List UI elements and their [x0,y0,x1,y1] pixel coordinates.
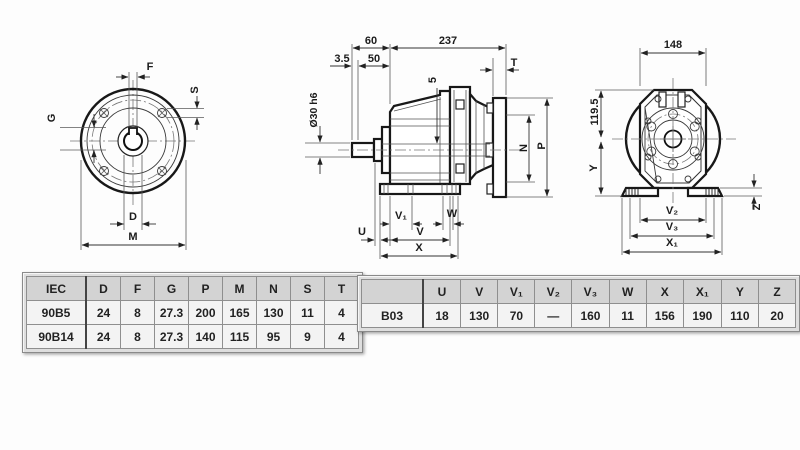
table-header-cell: G [154,276,189,301]
dim-label-G: G [46,114,58,123]
dim-label-Z: Z [751,203,763,210]
dim-label-119-5: 119.5 [589,99,601,126]
table-cell: 110 [720,303,760,328]
table-header-cell: V₁ [497,279,536,304]
rear-view: 148 119.5 Y Z V₂ V₃ X₁ [588,39,763,255]
dim-label-F: F [147,61,154,73]
table-header-cell: P [188,276,223,301]
dim-label-V: V [416,226,424,238]
side-body [338,85,522,199]
dim-label-S: S [189,86,201,93]
table-cell: 27.3 [154,300,189,325]
table-cell: 190 [683,303,722,328]
front-dimensions: F S G D M [46,61,204,250]
table-header-cell: V₃ [571,279,610,304]
table-header-cell: M [222,276,257,301]
table-cell: 8 [120,300,155,325]
table-cell: 70 [497,303,536,328]
table-header-cell: F [120,276,155,301]
table-header-cell: V₂ [534,279,573,304]
dim-label-M: M [128,231,137,243]
table-header-cell: W [608,279,647,304]
dim-label-60: 60 [365,35,377,47]
table-cell: 27.3 [154,324,189,349]
table-cell: 24 [85,300,121,325]
dim-label-3-5: 3.5 [334,53,349,65]
rear-body [612,78,736,210]
table-header-cell: V [459,279,499,304]
table-cell: 9 [290,324,325,349]
rear-housing-bolts [644,95,702,183]
table-header-cell: X [645,279,685,304]
table-cell: 130 [459,303,499,328]
dim-label-V3: V₃ [666,221,678,233]
front-flange-outline [79,87,187,195]
table-header-cell: U [422,279,461,304]
dim-label-D: D [129,211,137,223]
dim-label-N: N [518,144,530,152]
row-label-cell: 90B5 [26,300,87,325]
table-header-cell: X₁ [683,279,722,304]
dim-label-237: 237 [439,35,457,47]
table-cell: 160 [571,303,610,328]
dim-label-T: T [511,57,518,69]
table-cell: 8 [120,324,155,349]
table-header-cell: D [85,276,121,301]
dim-label-50: 50 [368,53,380,65]
table-cell: 95 [256,324,291,349]
table-header-cell: T [324,276,359,301]
technical-drawing: F S G D M [46,35,763,259]
dim-label-W: W [447,208,458,220]
table-cell: 20 [758,303,796,328]
table-cell: 4 [324,300,359,325]
table-cell: 130 [256,300,291,325]
dim-label-V1: V₁ [395,210,407,222]
table-cell: 11 [608,303,647,328]
table-cell: — [534,303,573,328]
row-label-cell: B03 [361,303,425,328]
dim-label-V2: V₂ [666,205,678,217]
table-header-cell: Y [720,279,760,304]
table-cell: 24 [85,324,121,349]
keyway [128,127,138,135]
side-dimensions: 60 237 3.5 50 Ø30 h6 5 T [305,35,553,259]
row-label-cell: 90B14 [26,324,87,349]
table-cell: 4 [324,324,359,349]
table-cell: 200 [188,300,223,325]
table-header-cell: S [290,276,325,301]
table-header-cell: IEC [26,276,87,301]
side-view: 60 237 3.5 50 Ø30 h6 5 T [305,35,553,259]
table-cell: 18 [422,303,461,328]
front-bolt-holes [99,108,167,176]
table-cell: 140 [188,324,223,349]
dim-label-shaft-diameter: Ø30 h6 [308,92,320,127]
table-cell: 165 [222,300,257,325]
dim-label-X: X [415,242,423,254]
dim-label-Y: Y [588,164,600,172]
rear-dimensions: 148 119.5 Y Z V₂ V₃ X₁ [588,39,763,255]
table-cell: 156 [645,303,685,328]
dim-label-X1: X₁ [666,237,678,249]
dim-label-U: U [358,226,366,238]
table-header-cell: N [256,276,291,301]
rear-feet [620,186,724,198]
front-flange-view: F S G D M [46,61,204,250]
dim-label-P: P [536,142,548,149]
table-cell: 115 [222,324,257,349]
table-header-cell: Z [758,279,796,304]
dim-label-148: 148 [664,39,682,51]
dim-label-5: 5 [427,77,439,83]
table-header-cell [361,279,425,304]
table-cell: 11 [290,300,325,325]
